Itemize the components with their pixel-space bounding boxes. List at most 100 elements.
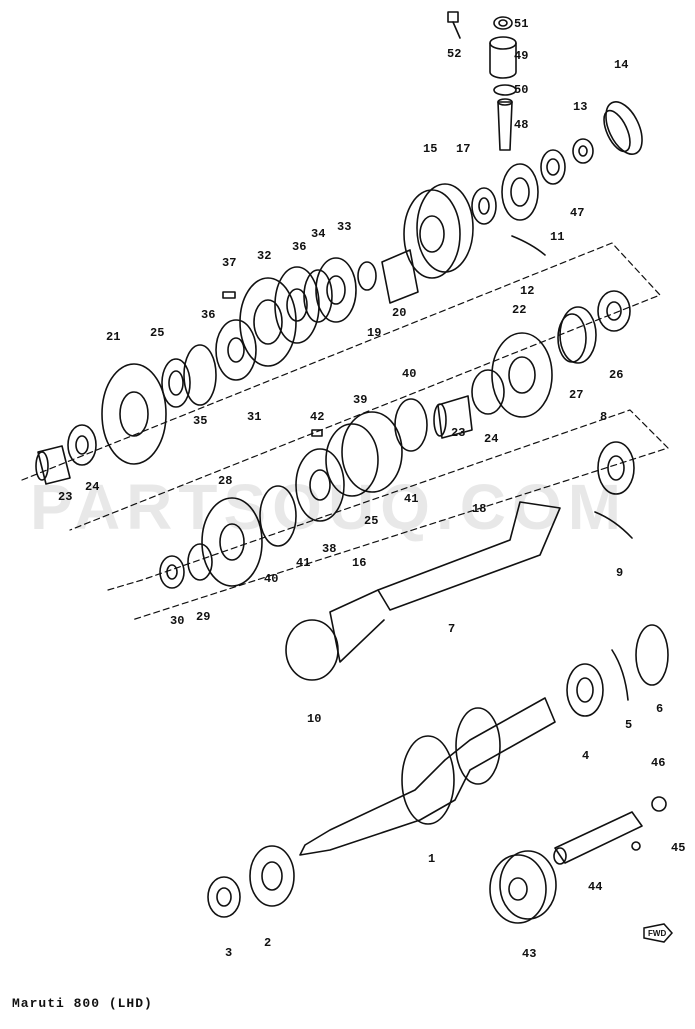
part-label-28: 28	[218, 474, 232, 488]
part-label-20: 20	[392, 306, 406, 320]
part-label-5: 5	[625, 718, 632, 732]
part-33-gear	[315, 257, 357, 323]
part-19-collar	[357, 261, 377, 291]
part-46-cap	[651, 796, 667, 812]
part-label-33: 33	[337, 220, 351, 234]
fwd-arrow-icon: FWD	[643, 923, 674, 943]
part-37-key	[222, 291, 236, 299]
part-label-41: 41	[296, 556, 310, 570]
part-label-24: 24	[85, 480, 99, 494]
part-17-washer	[471, 187, 497, 225]
part-label-7: 7	[448, 622, 455, 636]
part-label-36: 36	[201, 308, 215, 322]
part-22-gear	[491, 332, 553, 418]
part-42-key	[311, 429, 323, 437]
part-label-22: 22	[512, 303, 526, 317]
part-10-cover	[285, 619, 339, 681]
part-label-16: 16	[352, 556, 366, 570]
part-35-ring	[183, 344, 217, 406]
part-label-32: 32	[257, 249, 271, 263]
part-label-47: 47	[570, 206, 584, 220]
part-label-48: 48	[514, 118, 528, 132]
part-label-29: 29	[196, 610, 210, 624]
part-41-ring	[259, 485, 297, 547]
part-label-27: 27	[569, 388, 583, 402]
part-36-gear	[274, 266, 320, 344]
part-6-ring	[635, 624, 669, 686]
part-49-sleeve	[489, 36, 517, 79]
part-label-1: 1	[428, 852, 435, 866]
part-label-12: 12	[520, 284, 534, 298]
part-25-ring	[161, 358, 191, 408]
part-27-spring	[557, 306, 597, 364]
part-32-hub	[239, 277, 297, 367]
part-44-pin	[553, 811, 643, 865]
part-label-21: 21	[106, 330, 120, 344]
part-11-bearing	[501, 163, 539, 221]
part-label-19: 19	[367, 326, 381, 340]
part-45-pin	[631, 841, 641, 851]
part-23b-sleeve	[433, 395, 473, 439]
assembly-outline-lower	[107, 409, 669, 621]
part-47-bearing	[540, 149, 566, 185]
part-label-25: 25	[150, 326, 164, 340]
part-label-31: 31	[247, 410, 261, 424]
part-12-clip	[511, 235, 546, 256]
part-5-clip	[611, 649, 629, 701]
part-label-23: 23	[58, 490, 72, 504]
part-31-synchro	[215, 319, 257, 381]
part-14-ring	[603, 101, 643, 155]
part-label-49: 49	[514, 49, 528, 63]
part-label-4: 4	[582, 749, 589, 763]
part-label-39: 39	[353, 393, 367, 407]
part-label-3: 3	[225, 946, 232, 960]
part-label-40: 40	[402, 367, 416, 381]
part-label-18: 18	[472, 502, 486, 516]
part-38-hub	[295, 448, 345, 522]
part-label-9: 9	[616, 566, 623, 580]
part-label-50: 50	[514, 83, 528, 97]
part-label-17: 17	[456, 142, 470, 156]
part-30-washer	[159, 555, 185, 589]
part-label-37: 37	[222, 256, 236, 270]
part-28-gear	[201, 497, 263, 587]
part-label-30: 30	[170, 614, 184, 628]
part-label-11: 11	[550, 230, 564, 244]
part-label-46: 46	[651, 756, 665, 770]
part-4-bearing	[566, 663, 604, 717]
part-label-14: 14	[614, 58, 628, 72]
watermark: PARTSOUQ.COM	[30, 471, 628, 543]
part-40-ring	[394, 398, 428, 452]
part-label-40: 40	[264, 572, 278, 586]
part-24-bearing	[67, 424, 97, 466]
part-label-35: 35	[193, 414, 207, 428]
part-label-24: 24	[484, 432, 498, 446]
fwd-label: FWD	[648, 929, 666, 938]
part-label-13: 13	[573, 100, 587, 114]
part-13-nut	[572, 138, 594, 164]
part-1-mainshaft	[299, 697, 556, 856]
diagram-caption: Maruti 800 (LHD)	[12, 996, 153, 1011]
part-26-washer	[597, 290, 631, 332]
part-label-52: 52	[447, 47, 461, 61]
part-label-41: 41	[404, 492, 418, 506]
part-48-shaft	[497, 98, 513, 151]
part-label-43: 43	[522, 947, 536, 961]
part-label-23: 23	[451, 426, 465, 440]
part-label-10: 10	[307, 712, 321, 726]
part-20-gear	[381, 249, 419, 304]
part-52-bolt	[447, 11, 461, 39]
part-8-bearing	[597, 441, 635, 495]
part-21-gear	[101, 363, 167, 465]
part-34-ring	[303, 269, 333, 323]
part-label-25: 25	[364, 514, 378, 528]
part-50-ring	[493, 84, 517, 96]
part-label-26: 26	[609, 368, 623, 382]
part-label-45: 45	[671, 841, 685, 855]
part-label-51: 51	[514, 17, 528, 31]
part-2-bearing	[249, 845, 295, 907]
part-43-gear	[489, 850, 557, 924]
part-label-38: 38	[322, 542, 336, 556]
